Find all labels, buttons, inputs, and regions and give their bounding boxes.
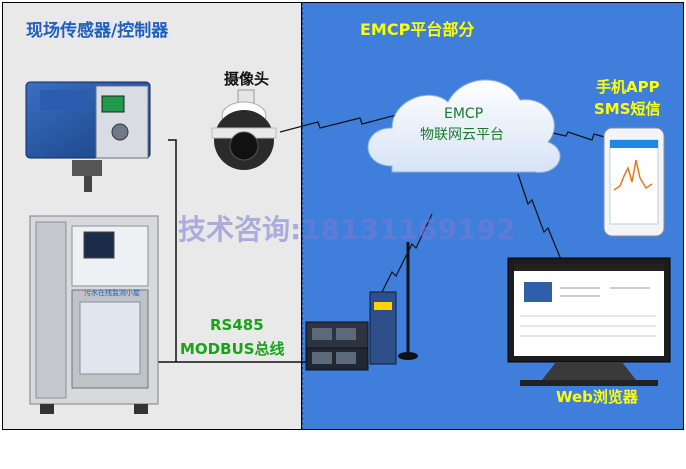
right-panel-title: EMCP平台部分 (360, 20, 475, 39)
cabinet-label: 污水在线监测小屋 (84, 289, 140, 297)
web-monitor (507, 257, 671, 386)
cloud-web-link (517, 173, 563, 263)
app-label: 手机APP (596, 78, 660, 96)
modbus-bus-label: MODBUS总线 (180, 340, 285, 358)
camera-label: 摄像头 (224, 70, 270, 88)
cloud-label-line1: EMCP (444, 106, 484, 122)
gateway-devices (305, 242, 418, 371)
rs485-label: RS485 (210, 316, 264, 334)
sms-label: SMS短信 (594, 100, 661, 118)
cloud-phone-link (539, 129, 609, 141)
gateway-cloud-link (377, 213, 433, 301)
web-browser-label: Web浏览器 (556, 388, 638, 406)
left-panel-title: 现场传感器/控制器 (26, 21, 169, 41)
dome-camera (211, 89, 277, 170)
wireless-links (279, 111, 609, 301)
contact-watermark: 技术咨询:18131169192 (178, 213, 516, 246)
water-analyzer-device (25, 81, 151, 192)
smartphone (603, 127, 665, 237)
cloud-icon (367, 79, 561, 173)
monitoring-cabinet (29, 215, 159, 414)
camera-cloud-link (279, 111, 409, 133)
cloud-label-line2: 物联网云平台 (420, 127, 504, 143)
